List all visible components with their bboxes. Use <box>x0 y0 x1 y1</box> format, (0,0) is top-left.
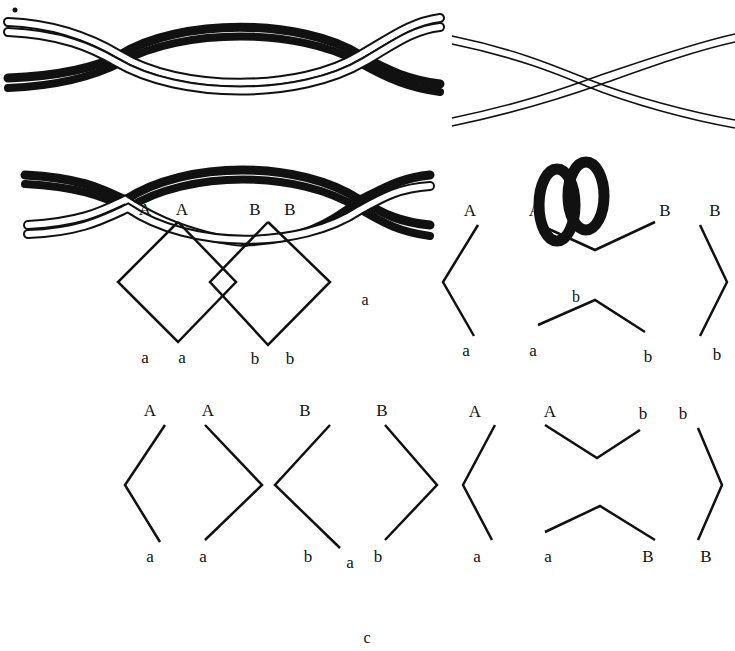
allele-label: a <box>473 548 481 565</box>
allele-label: b <box>304 548 313 565</box>
panel-label: c <box>363 630 370 646</box>
allele-label: A <box>176 201 188 218</box>
allele-label: b <box>251 350 260 367</box>
allele-label: b <box>713 346 722 363</box>
allele-label: B <box>284 201 295 218</box>
crossover-scheme <box>118 222 727 548</box>
allele-label: A <box>139 201 151 218</box>
allele-label: B <box>700 548 711 565</box>
allele-label: A <box>544 403 556 420</box>
allele-label: A <box>464 202 476 219</box>
allele-label: B <box>709 202 720 219</box>
allele-label: A <box>202 402 214 419</box>
allele-label: A <box>144 402 156 419</box>
allele-label: a <box>146 548 154 565</box>
allele-label: b <box>374 548 383 565</box>
allele-label: B <box>249 201 260 218</box>
panel-label: a <box>361 292 368 308</box>
allele-label: b <box>286 350 295 367</box>
allele-label: B <box>376 402 387 419</box>
chiasma-strands <box>452 34 735 128</box>
panel-label: b <box>572 289 580 305</box>
allele-label: b <box>679 405 688 422</box>
allele-label: B <box>659 202 670 219</box>
allele-label: B <box>299 402 310 419</box>
allele-label: b <box>639 405 648 422</box>
allele-label: A <box>529 202 541 219</box>
allele-label: B <box>642 548 653 565</box>
allele-label: a <box>141 349 149 366</box>
dot <box>13 8 18 13</box>
allele-label: a <box>346 554 354 571</box>
bivalent-lower <box>25 170 430 242</box>
allele-label: a <box>178 349 186 366</box>
allele-label: b <box>644 348 653 365</box>
allele-label: a <box>462 342 470 359</box>
allele-label: a <box>529 342 537 359</box>
allele-label: a <box>199 548 207 565</box>
allele-label: a <box>544 548 552 565</box>
allele-label: A <box>469 403 481 420</box>
bivalent-upper <box>8 18 440 92</box>
